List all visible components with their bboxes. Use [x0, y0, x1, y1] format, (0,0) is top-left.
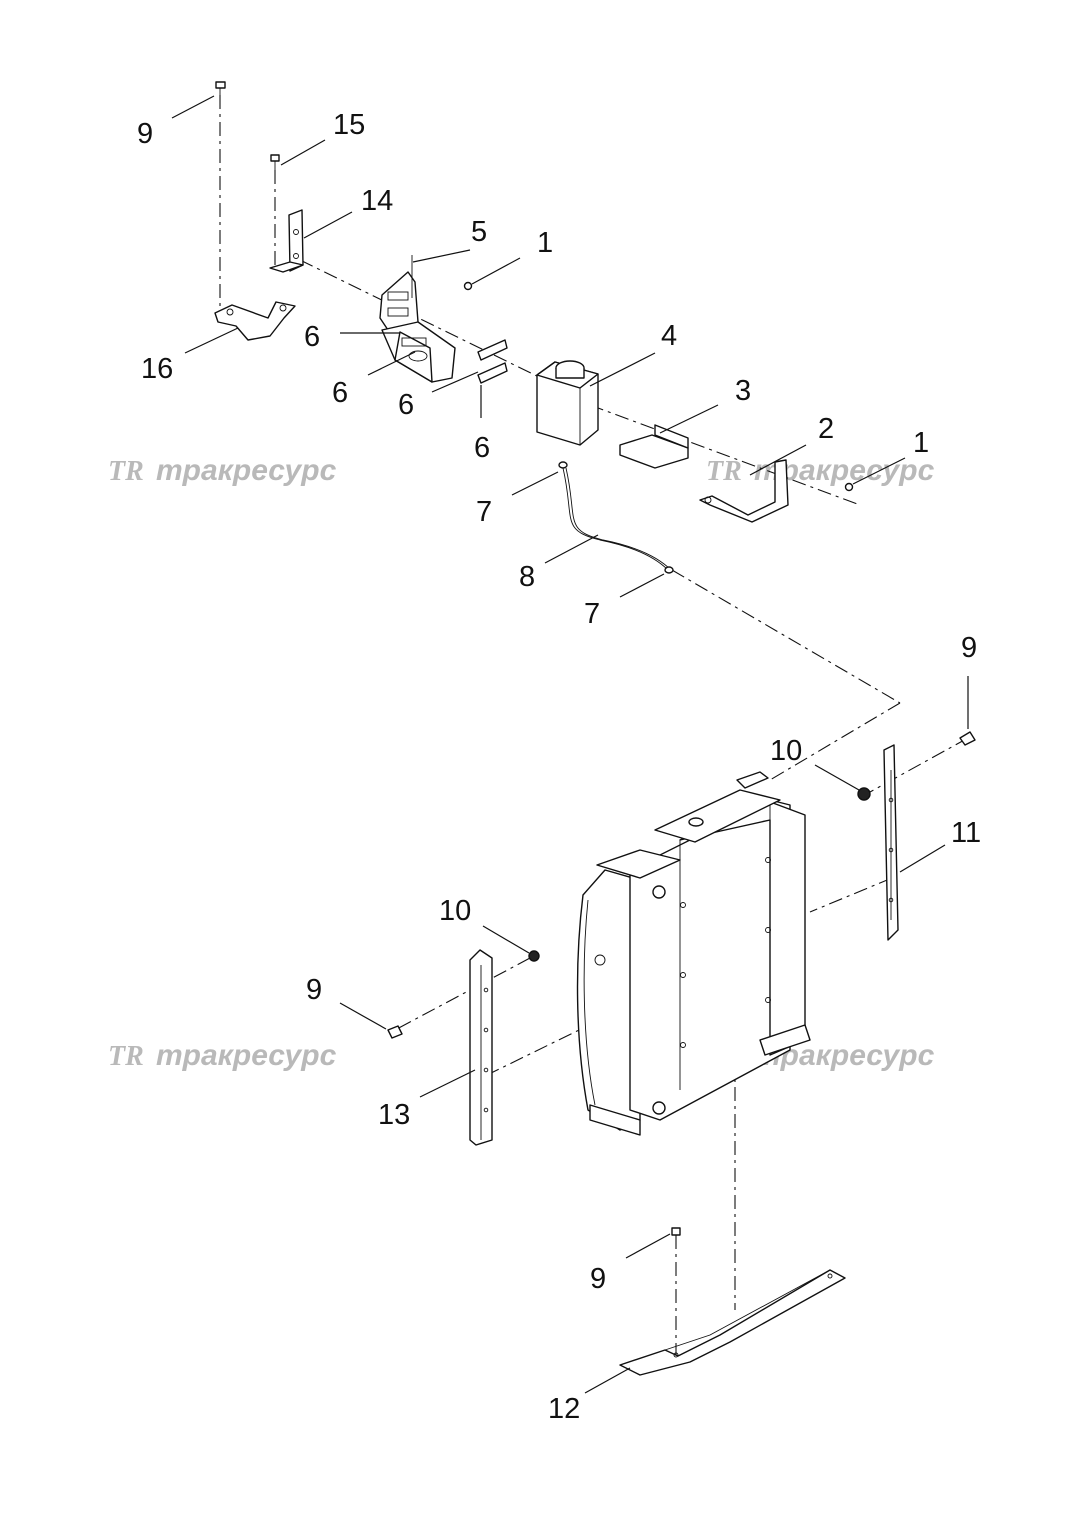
- callout-6-a: 6: [304, 321, 320, 353]
- bolt-15: [270, 154, 280, 172]
- callout-4: 4: [661, 320, 677, 352]
- callout-8: 8: [519, 561, 535, 593]
- clamp-7-lower: [664, 566, 674, 574]
- assembly-centerlines: [219, 95, 969, 1355]
- screw-1-right: [844, 482, 854, 492]
- bolt-9-left: [387, 1025, 403, 1039]
- callout-10-left: 10: [439, 895, 471, 927]
- callout-6-b: 6: [332, 377, 348, 409]
- watermark-top-right: TR тракресурс: [706, 454, 935, 487]
- svg-text:TR: TR: [108, 1041, 144, 1072]
- svg-text:тракресурс: тракресурс: [156, 1039, 337, 1072]
- bolt-9-top: [215, 81, 226, 98]
- pad-6-a: [477, 339, 508, 361]
- screw-1-upper: [463, 281, 473, 291]
- callout-3: 3: [735, 375, 751, 407]
- callout-13: 13: [378, 1099, 410, 1131]
- svg-text:тракресурс: тракресурс: [156, 454, 337, 487]
- callout-6-c: 6: [398, 389, 414, 421]
- side-strip-11: [883, 744, 899, 941]
- callout-9-left: 9: [306, 974, 322, 1006]
- callout-9-top: 9: [137, 118, 153, 150]
- callout-14: 14: [361, 185, 393, 217]
- callout-9-right: 9: [961, 632, 977, 664]
- callout-15: 15: [333, 109, 365, 141]
- callout-labels: 9 15 14 5 1 16 6 6 6 6 4 3 2 1 7 8 7 9 1…: [137, 109, 981, 1425]
- callout-1-right: 1: [913, 427, 929, 459]
- nut-10-left: [528, 950, 540, 962]
- pad-6-b: [477, 362, 508, 384]
- bottom-plate-12: [619, 1269, 846, 1376]
- tank-bracket-5: [379, 255, 456, 383]
- bolt-9-bottom: [671, 1227, 681, 1245]
- svg-text:TR: TR: [108, 456, 144, 487]
- callout-10-right: 10: [770, 735, 802, 767]
- callout-12: 12: [548, 1393, 580, 1425]
- callout-7-lower: 7: [584, 598, 600, 630]
- bolt-9-right: [959, 731, 976, 746]
- watermark-bottom-left: TR тракресурс: [108, 1039, 337, 1072]
- strap-pad-3: [619, 424, 689, 469]
- callout-1-upper: 1: [537, 227, 553, 259]
- callout-9-bottom: 9: [590, 1263, 606, 1295]
- callout-2: 2: [818, 413, 834, 445]
- nut-10-right: [857, 787, 871, 801]
- callout-11: 11: [951, 817, 981, 849]
- side-strip-13: [469, 949, 493, 1146]
- callout-7-upper: 7: [476, 496, 492, 528]
- watermark-top-left: TR тракресурс: [108, 454, 337, 487]
- callout-5: 5: [471, 216, 487, 248]
- bracket-14: [269, 209, 304, 273]
- strap-2: [699, 459, 789, 523]
- callout-16: 16: [141, 353, 173, 385]
- callout-6-d: 6: [474, 432, 490, 464]
- leader-lines: [171, 95, 969, 1394]
- plate-16: [214, 301, 296, 341]
- radiator-assembly: [576, 771, 811, 1136]
- reservoir-tank-4: [536, 360, 599, 469]
- hose-8: [562, 467, 672, 571]
- svg-text:TR: TR: [706, 456, 742, 487]
